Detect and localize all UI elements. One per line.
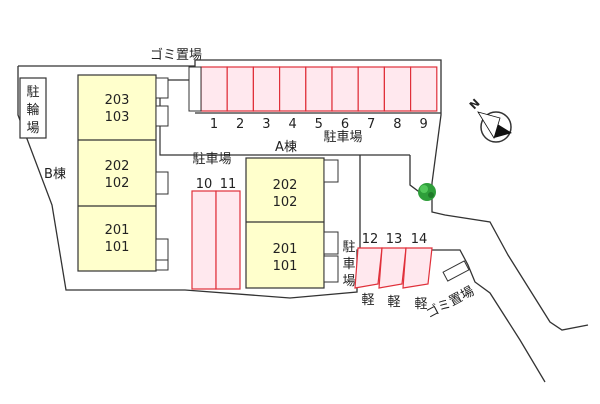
bike-parking-box (19, 77, 47, 139)
unit-b3-bottom: 101 (105, 240, 130, 255)
parking-slot-number: 4 (288, 117, 296, 132)
building-b-label: B棟 (44, 167, 66, 182)
unit-a2-bottom: 101 (273, 259, 298, 274)
parking-main-label: 駐車場 (323, 130, 362, 145)
parking-slot-number: 11 (220, 177, 237, 192)
trash-bottom-label: ゴミ置場 (423, 283, 476, 322)
parking-slot-number: 7 (367, 117, 375, 132)
parking-right-c3: 場 (342, 274, 355, 289)
tree-icon (418, 183, 436, 201)
parking-slot-3 (252, 66, 281, 112)
parking-slot-12 (354, 247, 383, 289)
parking-slot-1 (200, 66, 228, 112)
trash-area-bottom (442, 260, 470, 282)
parking-slot-number: 9 (419, 117, 427, 132)
parking-slot-11 (215, 190, 241, 290)
parking-slot-6 (331, 66, 359, 112)
parking-slot-number: 12 (362, 232, 379, 247)
bike-parking-label: 駐 輪 場 (26, 85, 39, 136)
parking-mid-label: 駐車場 (192, 152, 231, 167)
building-b (77, 74, 169, 272)
unit-b3-top: 201 (105, 223, 130, 238)
parking-slot-number: 2 (236, 117, 244, 132)
parking-row-top: 1 2 3 4 5 6 7 8 9 (200, 66, 438, 132)
parking-slot-4 (279, 66, 307, 112)
bike-label-c3: 場 (26, 121, 39, 136)
trash-top-label: ゴミ置場 (150, 47, 202, 63)
bike-label-c2: 輪 (26, 102, 39, 118)
unit-a1-bottom: 102 (273, 195, 298, 210)
parking-slot-number: 14 (411, 232, 428, 247)
bike-label-c1: 駐 (26, 85, 39, 100)
parking-slot-9 (410, 66, 438, 112)
parking-slot-2 (226, 66, 254, 112)
parking-right-c1: 駐 (342, 240, 355, 255)
parking-slot-number: 8 (393, 117, 401, 132)
parking-slot-number: 1 (210, 117, 218, 132)
parking-slot-14 (402, 247, 433, 289)
parking-right-c2: 車 (342, 257, 355, 272)
parking-slot-5 (305, 66, 333, 112)
north-compass-icon: N (467, 96, 512, 143)
trash-area-top (188, 66, 202, 112)
parking-slot-10 (191, 190, 217, 290)
parking-slot-7 (357, 66, 386, 112)
unit-b2-top: 202 (105, 159, 130, 174)
unit-a2-top: 201 (273, 242, 298, 257)
parking-slot-13 (378, 247, 407, 289)
building-a-label: A棟 (275, 140, 297, 155)
unit-a1-top: 202 (273, 178, 298, 193)
unit-b1-top: 203 (105, 93, 130, 108)
parking-slot-number: 13 (386, 232, 403, 247)
unit-b1-bottom: 103 (105, 110, 130, 125)
compass-north-label: N (467, 96, 483, 112)
unit-b2-bottom: 102 (105, 176, 130, 191)
parking-row-right: 12 軽 13 軽 14 軽 (354, 232, 433, 312)
parking-slot-number: 3 (262, 117, 270, 132)
parking-right-label: 駐 車 場 (342, 240, 355, 289)
parking-row-middle: 10 11 (191, 177, 241, 290)
kei-car-label: 軽 (387, 295, 400, 310)
parking-slot-number: 10 (196, 177, 213, 192)
parking-slot-number: 6 (341, 117, 349, 132)
building-a (245, 157, 339, 289)
site-boundary (17, 59, 589, 383)
parking-slot-8 (383, 66, 412, 112)
kei-car-label: 軽 (361, 293, 374, 308)
kei-car-label: 軽 (414, 297, 427, 312)
parking-slot-number: 5 (315, 117, 323, 132)
